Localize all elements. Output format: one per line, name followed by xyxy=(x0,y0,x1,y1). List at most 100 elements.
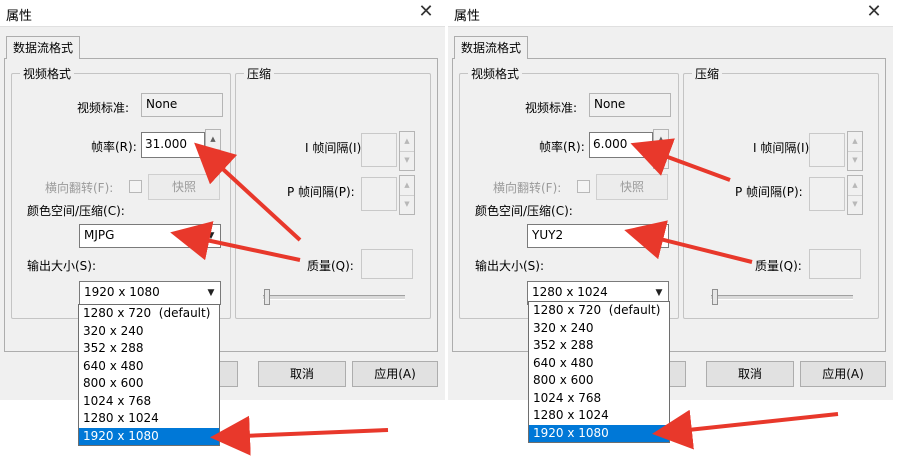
i-frame-input[interactable] xyxy=(809,133,845,167)
i-frame-label: I 帧间隔(I): xyxy=(753,141,814,155)
spin-down-icon[interactable]: ▼ xyxy=(210,154,216,162)
close-icon[interactable]: ✕ xyxy=(866,1,882,22)
arrow-to-selected-size xyxy=(652,409,839,450)
output-size-value: 1280 x 1024 xyxy=(532,285,608,299)
dropdown-option[interactable]: 1280 x 1024 xyxy=(83,411,159,425)
compression-group-label: 压缩 xyxy=(692,65,723,82)
dropdown-option[interactable]: 1024 x 768 xyxy=(533,390,602,405)
spin-down-icon[interactable]: ▼ xyxy=(852,156,858,164)
dropdown-option[interactable]: 640 x 480 xyxy=(83,358,144,373)
apply-button[interactable]: 应用(A) xyxy=(800,361,886,387)
chevron-down-icon[interactable]: ▼ xyxy=(207,231,215,241)
quality-slider-track[interactable] xyxy=(263,295,405,300)
output-size-dropdown-list: 1280 x 720 (default) 320 x 240 352 x 288 64… xyxy=(78,304,220,446)
spin-down-icon[interactable]: ▼ xyxy=(658,154,664,162)
dropdown-option[interactable]: 352 x 288 xyxy=(533,338,594,352)
spin-up-icon[interactable]: ▲ xyxy=(400,132,414,152)
tab-panel: 视频格式 压缩 视频标准: None 帧率(R): 31.000 ▲ ▼ 横向翻… xyxy=(4,58,438,352)
p-frame-spinner[interactable]: ▲ ▼ xyxy=(399,175,415,215)
color-space-select[interactable]: YUY2 ▼ xyxy=(527,224,669,248)
output-size-select[interactable]: 1920 x 1080 ▼ xyxy=(79,281,221,305)
chevron-down-icon[interactable]: ▼ xyxy=(655,288,663,298)
i-frame-label: I 帧间隔(I): xyxy=(305,141,366,155)
tab-stream-format[interactable]: 数据流格式 xyxy=(6,36,81,59)
frame-rate-input[interactable]: 6.000 xyxy=(589,132,653,158)
dropdown-option[interactable]: 1280 x 1024 xyxy=(533,408,609,422)
frame-rate-input[interactable]: 31.000 xyxy=(141,132,205,158)
spin-down-icon[interactable]: ▼ xyxy=(852,200,858,208)
p-frame-input[interactable] xyxy=(809,177,845,211)
close-icon[interactable]: ✕ xyxy=(418,1,434,22)
video-standard-label: 视频标准: xyxy=(525,101,578,115)
video-format-group-label: 视频格式 xyxy=(468,65,523,82)
i-frame-input[interactable] xyxy=(361,133,397,167)
dropdown-option[interactable]: 1024 x 768 xyxy=(83,393,152,408)
dropdown-option[interactable]: 320 x 240 xyxy=(533,320,594,335)
apply-button[interactable]: 应用(A) xyxy=(352,361,438,387)
spin-up-icon[interactable]: ▲ xyxy=(654,130,668,150)
dropdown-option[interactable]: 352 x 288 xyxy=(83,341,144,355)
p-frame-input[interactable] xyxy=(361,177,397,211)
i-frame-spinner[interactable]: ▲ ▼ xyxy=(847,131,863,171)
snapshot-button[interactable]: 快照 xyxy=(148,174,220,200)
color-space-value: MJPG xyxy=(84,228,115,242)
spin-down-icon[interactable]: ▼ xyxy=(404,156,410,164)
quality-slider-thumb[interactable] xyxy=(712,289,718,305)
video-standard-value: None xyxy=(141,93,223,117)
properties-dialog: 属性 ✕ 数据流格式 视频格式 压缩 视频标准: None 帧率(R): 6.0… xyxy=(448,0,893,443)
title-bar: 属性 ✕ xyxy=(448,0,893,27)
quality-label: 质量(Q): xyxy=(755,259,802,273)
spin-up-icon[interactable]: ▲ xyxy=(848,176,862,196)
spin-up-icon[interactable]: ▲ xyxy=(400,176,414,196)
dropdown-option[interactable]: 800 x 600 xyxy=(533,373,594,387)
cancel-button[interactable]: 取消 xyxy=(258,361,346,387)
quality-input[interactable] xyxy=(809,249,861,279)
color-space-value: YUY2 xyxy=(532,228,564,242)
frame-rate-label: 帧率(R): xyxy=(91,140,137,154)
flip-label: 横向翻转(F): xyxy=(45,181,114,195)
output-size-dropdown-list: 1280 x 720 (default) 320 x 240 352 x 288 64… xyxy=(528,301,670,443)
p-frame-label: P 帧间隔(P): xyxy=(287,185,355,199)
frame-rate-spinner[interactable]: ▲ ▼ xyxy=(205,129,221,169)
chevron-down-icon[interactable]: ▼ xyxy=(655,231,663,241)
compression-group-label: 压缩 xyxy=(244,65,275,82)
video-standard-value: None xyxy=(589,93,671,117)
spin-down-icon[interactable]: ▼ xyxy=(404,200,410,208)
chevron-down-icon[interactable]: ▼ xyxy=(207,288,215,298)
flip-checkbox[interactable] xyxy=(577,180,590,193)
dropdown-option[interactable]: 640 x 480 xyxy=(533,355,594,370)
output-size-label: 输出大小(S): xyxy=(475,259,545,273)
color-space-label: 颜色空间/压缩(C): xyxy=(27,204,125,218)
dropdown-option[interactable]: 320 x 240 xyxy=(83,323,144,338)
spin-up-icon[interactable]: ▲ xyxy=(206,130,220,150)
video-standard-label: 视频标准: xyxy=(77,101,130,115)
properties-dialog: 属性 ✕ 数据流格式 视频格式 压缩 视频标准: None 帧率(R): 31.… xyxy=(0,0,445,446)
p-frame-label: P 帧间隔(P): xyxy=(735,185,803,199)
i-frame-spinner[interactable]: ▲ ▼ xyxy=(399,131,415,171)
p-frame-spinner[interactable]: ▲ ▼ xyxy=(847,175,863,215)
dropdown-option[interactable]: 1280 x 720 (default) xyxy=(533,303,661,317)
dropdown-option[interactable]: 800 x 600 xyxy=(83,376,144,390)
snapshot-button[interactable]: 快照 xyxy=(596,174,668,200)
flip-label: 横向翻转(F): xyxy=(493,181,562,195)
dropdown-option[interactable]: 1920 x 1080 xyxy=(529,424,669,442)
flip-checkbox[interactable] xyxy=(129,180,142,193)
dialog-title: 属性 xyxy=(454,9,481,24)
tab-stream-format[interactable]: 数据流格式 xyxy=(454,36,529,59)
dialog-title: 属性 xyxy=(6,9,33,24)
dropdown-option[interactable]: 1920 x 1080 xyxy=(79,427,219,445)
quality-slider-thumb[interactable] xyxy=(264,289,270,305)
video-format-group-label: 视频格式 xyxy=(20,65,75,82)
spin-up-icon[interactable]: ▲ xyxy=(848,132,862,152)
quality-slider-track[interactable] xyxy=(711,295,853,300)
color-space-select[interactable]: MJPG ▼ xyxy=(79,224,221,248)
output-size-label: 输出大小(S): xyxy=(27,259,97,273)
arrow-to-selected-size xyxy=(210,415,389,456)
dropdown-option[interactable]: 1280 x 720 (default) xyxy=(83,306,211,320)
quality-input[interactable] xyxy=(361,249,413,279)
title-bar: 属性 ✕ xyxy=(0,0,445,27)
cancel-button[interactable]: 取消 xyxy=(706,361,794,387)
frame-rate-label: 帧率(R): xyxy=(539,140,585,154)
frame-rate-spinner[interactable]: ▲ ▼ xyxy=(653,129,669,169)
quality-label: 质量(Q): xyxy=(307,259,354,273)
